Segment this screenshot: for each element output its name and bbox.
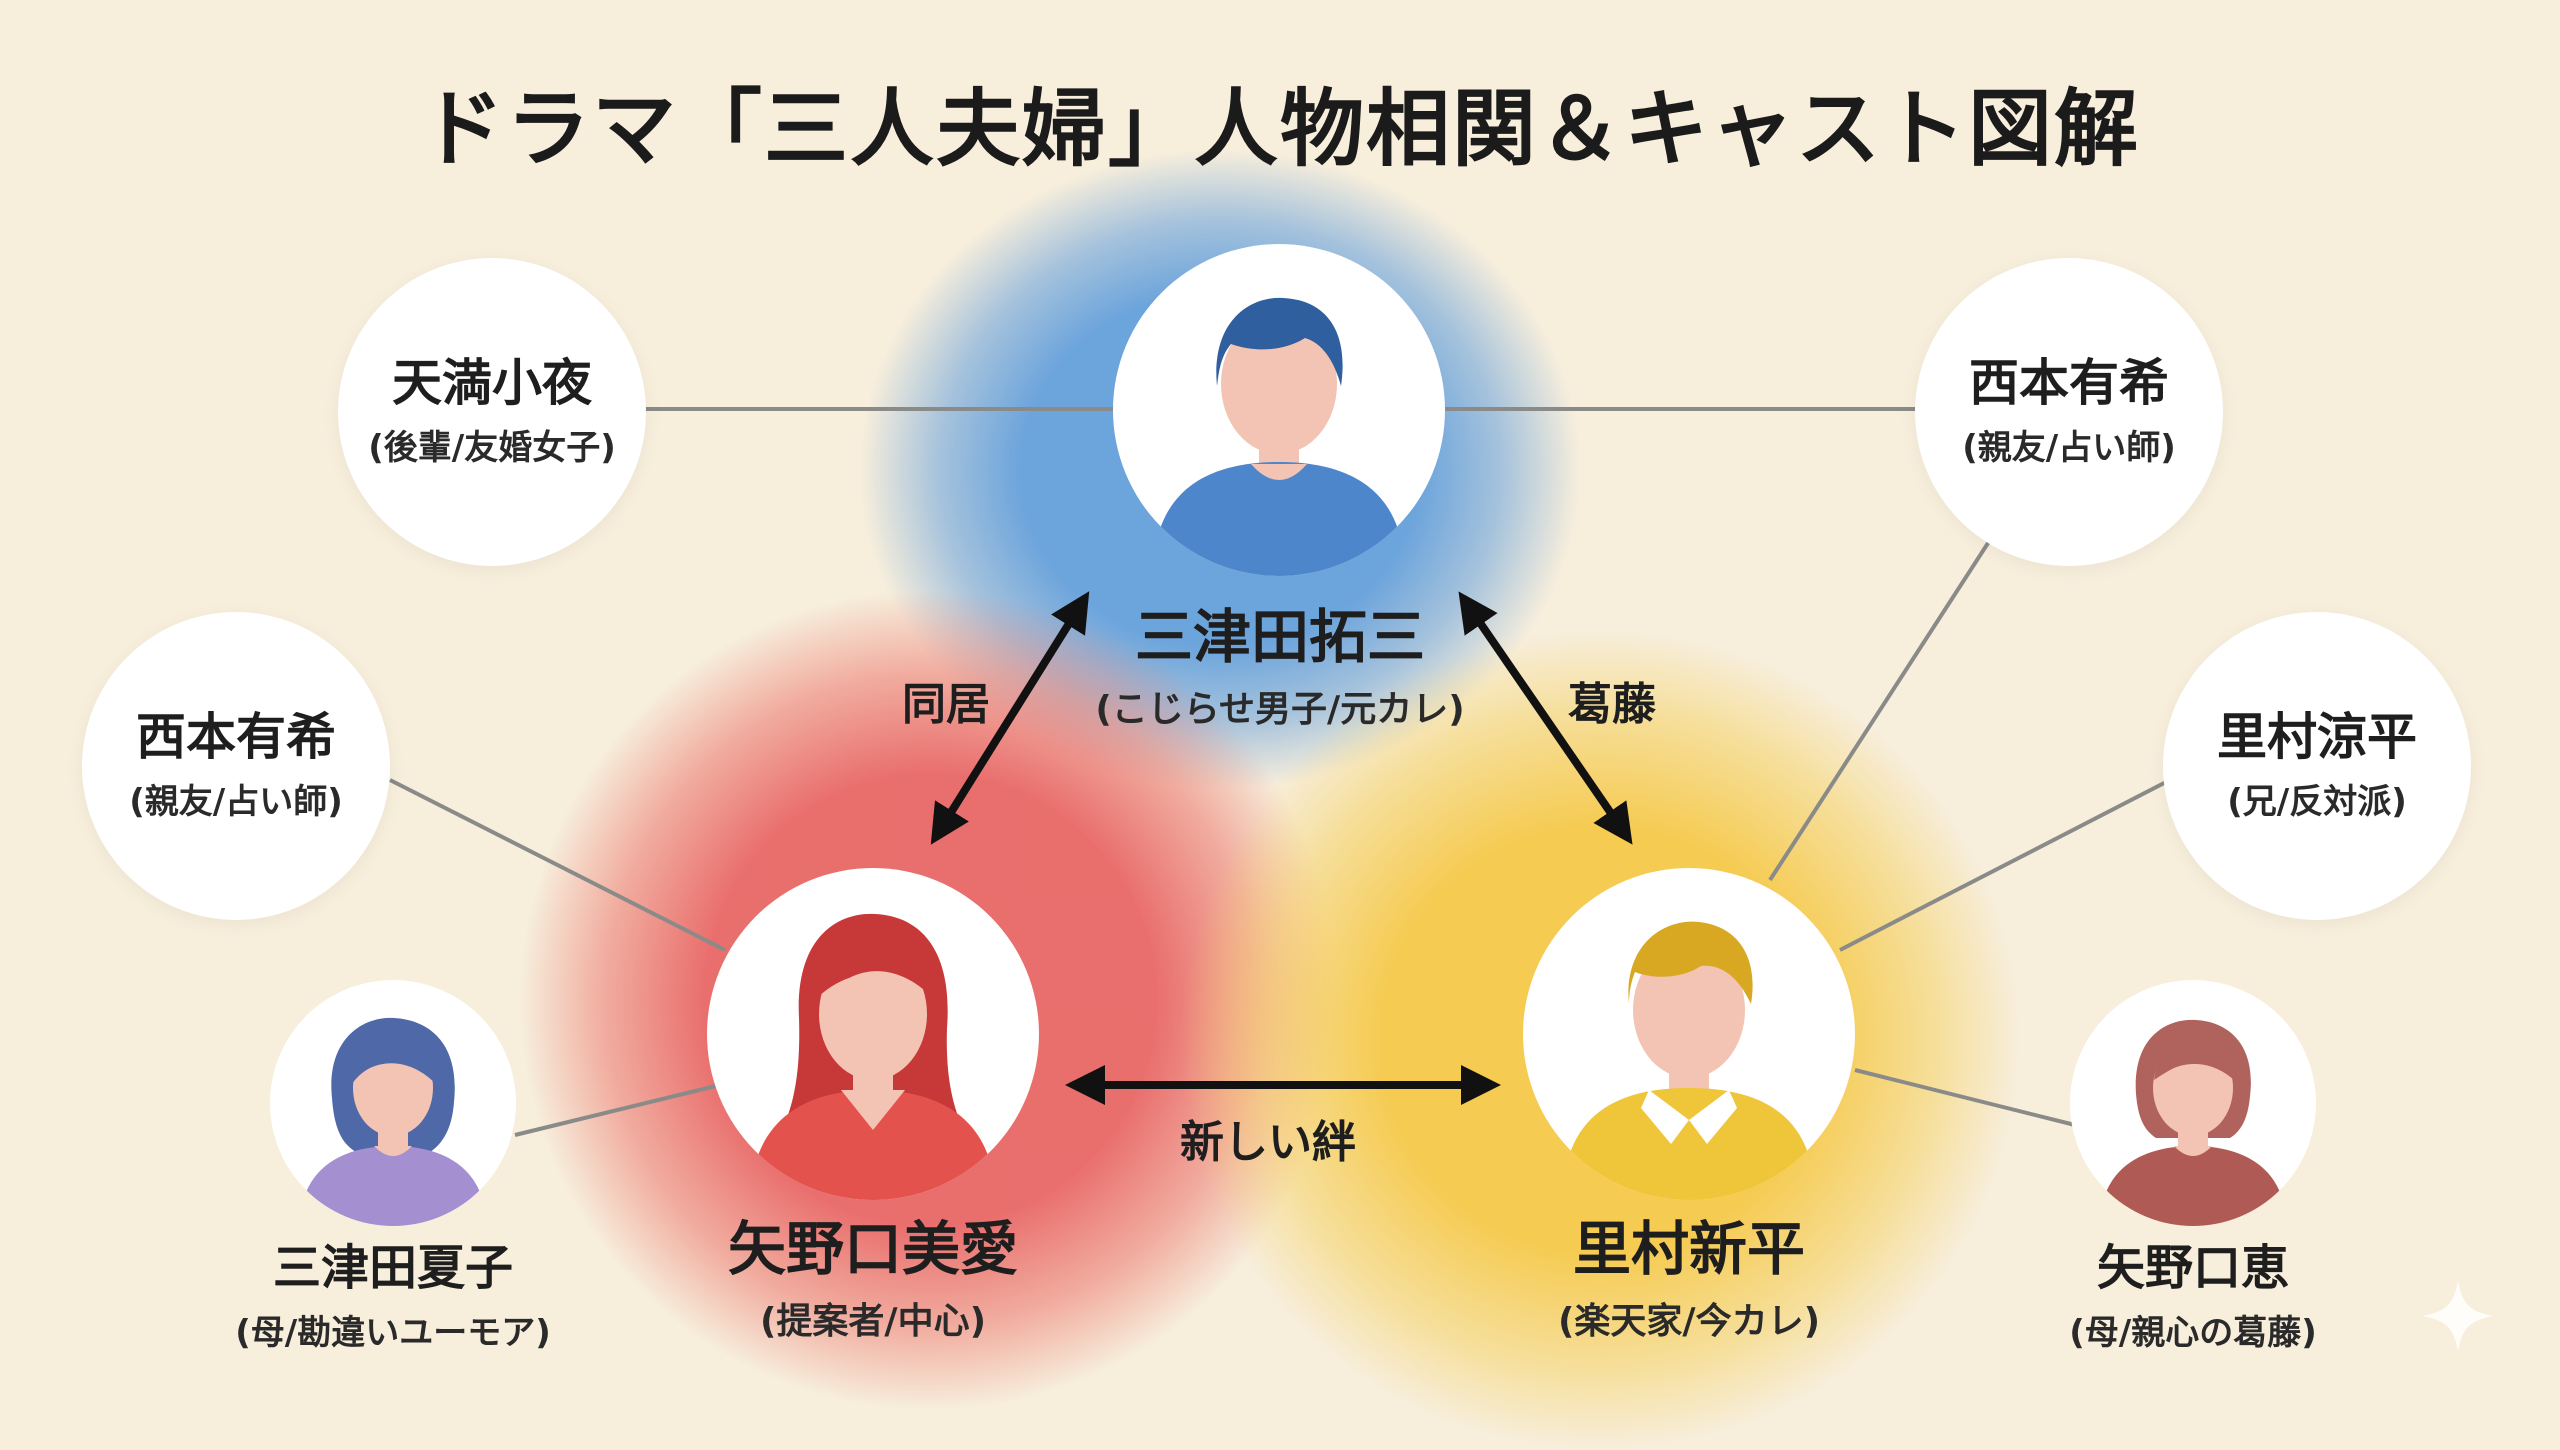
shinpei-avatar xyxy=(1523,868,1855,1200)
yuki-left-role: (親友/占い師) xyxy=(129,782,343,823)
ryohei-role: (兄/反対派) xyxy=(2227,782,2407,823)
shinpei-name: 里村新平 xyxy=(1572,1215,1805,1283)
miai-name: 矢野口美愛 xyxy=(727,1215,1018,1283)
line-yuki-left-miai xyxy=(389,778,726,952)
miai-label: 矢野口美愛 (提案者/中心) xyxy=(623,1215,1123,1344)
megumi-role: (母/親心の葛藤) xyxy=(2069,1312,2317,1353)
side-character-sayo: 天満小夜 (後輩/友婚女子) xyxy=(338,258,646,566)
takuzo-label: 三津田拓三 (こじらせ男子/元カレ) xyxy=(1030,603,1530,732)
natsuko-avatar xyxy=(270,980,516,1226)
side-character-ryohei: 里村涼平 (兄/反対派) xyxy=(2163,612,2471,920)
sayo-role: (後輩/友婚女子) xyxy=(368,428,616,469)
yuki-right-name: 西本有希 xyxy=(1969,353,2169,412)
line-megumi-shinpei xyxy=(1854,1068,2076,1127)
person-icon xyxy=(1153,297,1405,576)
shinpei-label: 里村新平 (楽天家/今カレ) xyxy=(1439,1215,1939,1344)
relation-label-takuzo-miai: 同居 xyxy=(902,679,990,730)
takuzo-role: (こじらせ男子/元カレ) xyxy=(1095,688,1465,730)
side-character-yuki-right: 西本有希 (親友/占い師) xyxy=(1915,258,2223,566)
takuzo-avatar xyxy=(1113,244,1445,576)
line-yuki-right-shinpei xyxy=(1768,538,1992,882)
relation-label-miai-shinpei: 新しい絆 xyxy=(1180,1117,1356,1168)
natsuko-name: 三津田夏子 xyxy=(272,1240,513,1296)
person-icon xyxy=(300,1017,486,1226)
natsuko-role: (母/勘違いユーモア) xyxy=(235,1312,551,1353)
yuki-right-role: (親友/占い師) xyxy=(1962,428,2176,469)
arrow-takuzo-shinpei xyxy=(1458,591,1633,845)
sparkle-icon xyxy=(2422,1280,2494,1352)
miai-role: (提案者/中心) xyxy=(759,1300,987,1342)
sayo-name: 天満小夜 xyxy=(392,353,592,412)
takuzo-name: 三津田拓三 xyxy=(1134,603,1425,671)
natsuko-label: 三津田夏子 (母/勘違いユーモア) xyxy=(143,1242,643,1354)
line-ryohei-shinpei xyxy=(1839,778,2171,952)
megumi-name: 矢野口恵 xyxy=(2096,1240,2289,1296)
arrow-takuzo-miai xyxy=(930,591,1090,845)
page-title: ドラマ「三人夫婦」人物相関＆キャスト図解 xyxy=(419,80,2140,178)
yuki-left-name: 西本有希 xyxy=(136,707,336,766)
ryohei-name: 里村涼平 xyxy=(2217,707,2417,766)
side-character-yuki-left: 西本有希 (親友/占い師) xyxy=(82,612,390,920)
person-icon xyxy=(1563,921,1815,1200)
line-natsuko-miai xyxy=(514,1083,721,1137)
shinpei-role: (楽天家/今カレ) xyxy=(1557,1300,1821,1342)
person-icon xyxy=(2100,1019,2286,1226)
relation-label-takuzo-shinpei: 葛藤 xyxy=(1568,679,1656,730)
megumi-avatar xyxy=(2070,980,2316,1226)
megumi-label: 矢野口恵 (母/親心の葛藤) xyxy=(1943,1242,2443,1354)
person-icon xyxy=(751,913,995,1200)
miai-avatar xyxy=(707,868,1039,1200)
